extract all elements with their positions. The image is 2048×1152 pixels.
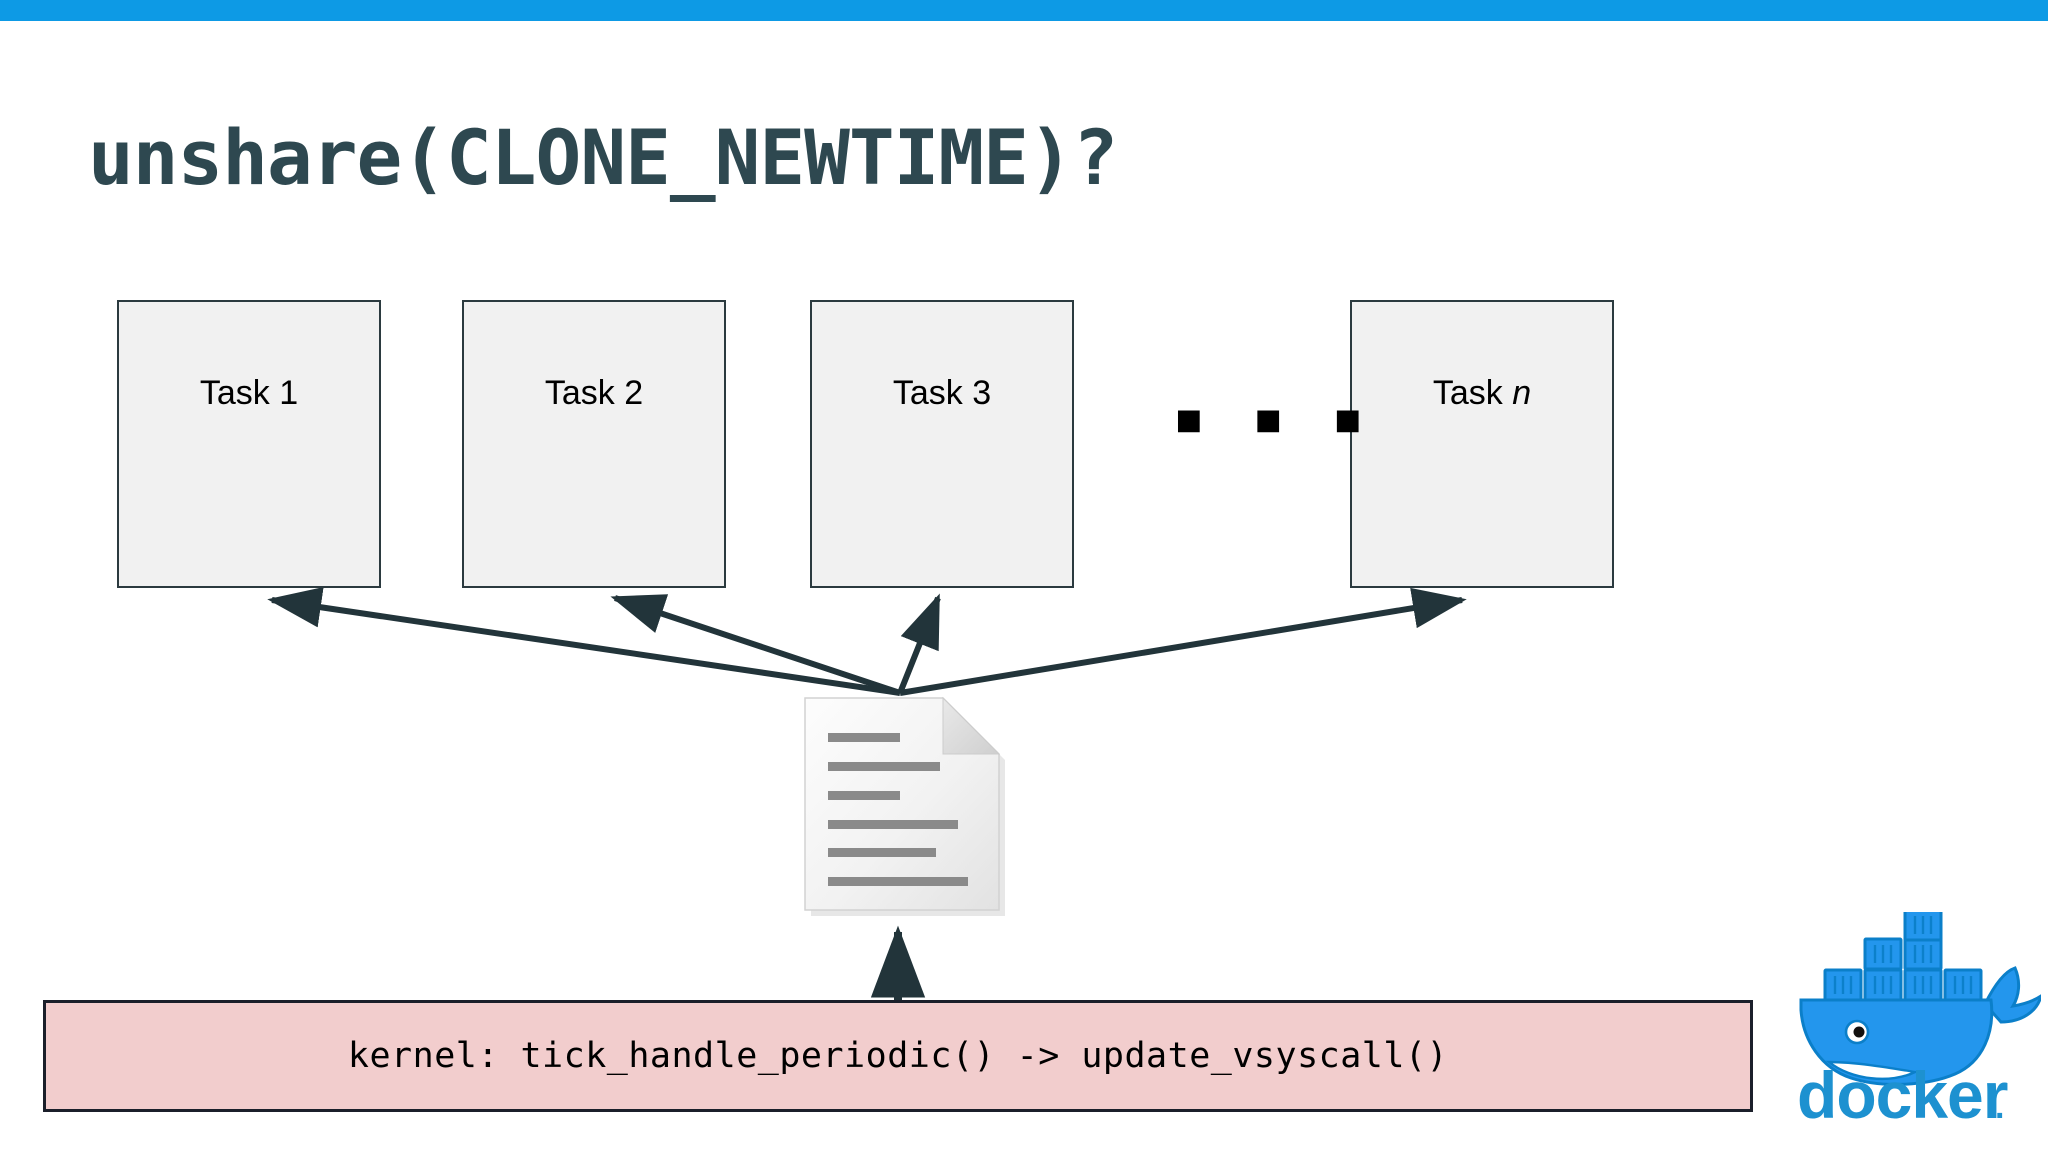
kernel-callout-text: kernel: tick_handle_periodic() -> update… [347, 1036, 1449, 1076]
top-accent-bar [0, 0, 2048, 21]
task-box-n-label-prefix: Task [1432, 374, 1513, 412]
task-box-n: Task n [1350, 300, 1614, 588]
document-text-lines [828, 733, 968, 886]
task-box-3: Task 3 [810, 300, 1074, 588]
whale-pupil [1853, 1026, 1865, 1038]
document-icon [804, 696, 1005, 916]
docker-logo: docker . [1797, 912, 2041, 1128]
arrow-to-task-n [899, 587, 1467, 696]
docker-whale-icon [1799, 912, 2041, 1086]
task-box-1: Task 1 [117, 300, 381, 588]
task-box-n-label-variable: n [1512, 374, 1532, 412]
docker-wordmark: docker [1797, 1058, 2008, 1128]
kernel-callout-banner: kernel: tick_handle_periodic() -> update… [43, 1000, 1753, 1112]
whale-tail [1983, 966, 2041, 1024]
whale-mouth [1825, 1060, 1919, 1081]
arrow-to-task-2 [610, 594, 901, 696]
task-box-n-label: Task n [1433, 374, 1531, 413]
task-box-2-label: Task 2 [544, 374, 644, 412]
document-fold-corner [942, 696, 1001, 755]
task-box-2: Task 2 [462, 300, 726, 588]
task-box-3-label: Task 3 [892, 374, 992, 412]
arrow-to-task-3 [897, 593, 941, 695]
docker-wordmark-period: . [1995, 1088, 2004, 1126]
page-title: unshare(CLONE_NEWTIME)? [88, 113, 1118, 202]
ellipsis-marker: ▪ ▪ ▪ [1172, 385, 1371, 450]
arrow-to-task-1 [267, 587, 901, 696]
task-box-1-label: Task 1 [199, 374, 299, 412]
